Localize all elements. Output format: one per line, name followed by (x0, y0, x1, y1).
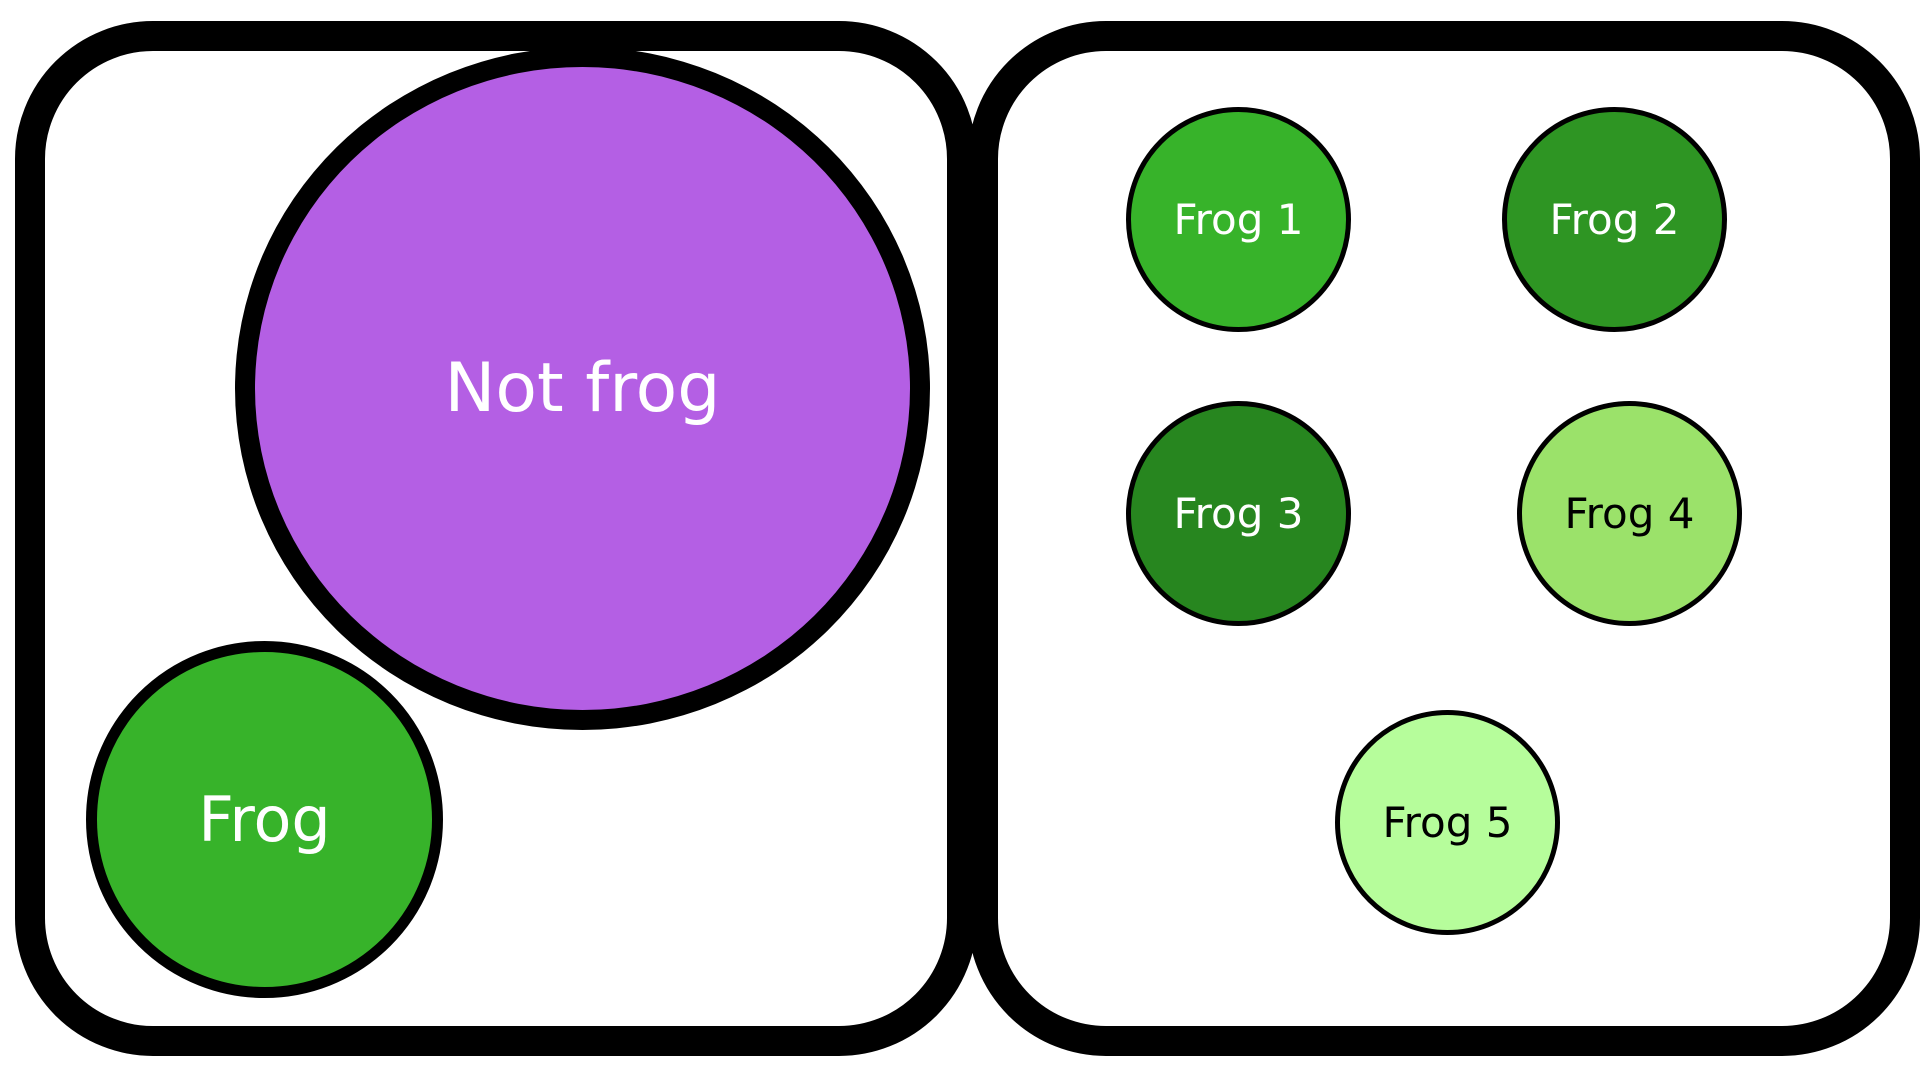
frog-label: Frog (198, 782, 331, 856)
frog-2-circle: Frog 2 (1502, 107, 1727, 332)
frog-4-label: Frog 4 (1564, 488, 1695, 538)
frog-3-label: Frog 3 (1173, 488, 1304, 538)
frog-circle: Frog (86, 641, 443, 998)
frog-1-circle: Frog 1 (1126, 107, 1351, 332)
frog-5-circle: Frog 5 (1335, 710, 1560, 935)
frog-3-circle: Frog 3 (1126, 401, 1351, 626)
frog-5-label: Frog 5 (1382, 797, 1513, 847)
frog-2-label: Frog 2 (1549, 194, 1680, 244)
not-frog-label: Not frog (444, 348, 721, 428)
not-frog-circle: Not frog (235, 47, 930, 730)
frog-4-circle: Frog 4 (1517, 401, 1742, 626)
frog-1-label: Frog 1 (1173, 194, 1304, 244)
